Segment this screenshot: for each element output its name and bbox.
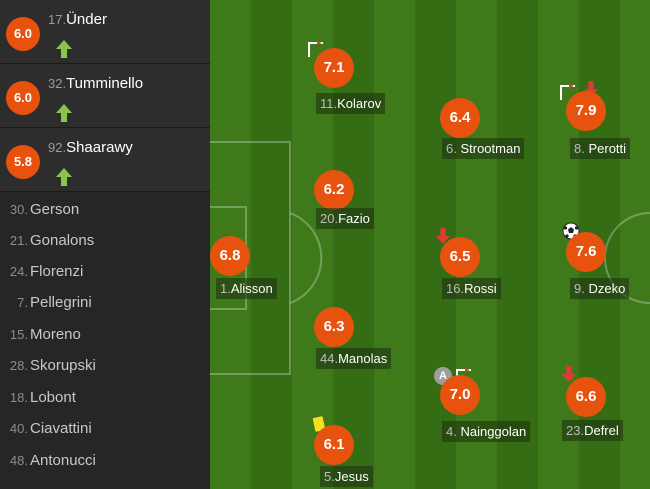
bench-player-number: 21. <box>9 233 28 248</box>
player-name: Rossi <box>464 281 497 296</box>
player-rating-badge: 6.1 <box>314 425 354 465</box>
player-number: 23. <box>566 423 585 438</box>
player-name[interactable]: Ünder <box>66 11 107 28</box>
corner-flag-icon <box>308 41 323 57</box>
player-number: 1. <box>220 281 231 296</box>
sub-off-arrow-icon <box>436 228 450 244</box>
player-label: 6. Strootman <box>442 138 525 159</box>
player-rating-badge: 6.0 <box>6 17 40 51</box>
player-label: 1.Alisson <box>216 278 277 299</box>
player-rating-badge: 6.8 <box>210 236 250 276</box>
player-label: 9. Dzeko <box>570 278 630 299</box>
player-name: Fazio <box>338 211 370 226</box>
bench-player-number: 48. <box>9 453 28 468</box>
player-rating-badge: 6.2 <box>314 170 354 210</box>
player-number-and-name: 92.Shaarawy <box>48 139 133 156</box>
player-name: Defrel <box>584 423 619 438</box>
player-name: Dzeko <box>588 281 626 296</box>
player-rating-badge: 6.0 <box>6 81 40 115</box>
player-rating-badge: 5.8 <box>6 145 40 179</box>
player-number: 44. <box>320 351 339 366</box>
player-rating-badge: 7.9 <box>566 91 606 131</box>
player-rating-badge: 7.1 <box>314 48 354 88</box>
player-name: Perotti <box>588 141 627 156</box>
player-number: 16. <box>446 281 465 296</box>
sub-off-arrow-icon <box>562 366 576 382</box>
player-rating-badge: 6.6 <box>566 377 606 417</box>
bench-player-name[interactable]: Moreno <box>30 326 81 343</box>
bench-player[interactable]: 7.Pellegrini <box>0 287 210 318</box>
bench-player-name[interactable]: Florenzi <box>30 263 84 280</box>
player-name: Nainggolan <box>460 424 527 439</box>
player-rating-badge: 7.0 <box>440 375 480 415</box>
player-label: 16.Rossi <box>442 278 501 299</box>
bench-player[interactable]: 24.Florenzi <box>0 256 210 287</box>
substitutes-panel: 6.0 17.Ünder 6.0 32.Tumminello 5.8 92.Sh… <box>0 0 210 489</box>
player-label: 11.Kolarov <box>316 93 386 114</box>
player-number: 9. <box>574 281 585 296</box>
player-label: 23.Defrel <box>562 420 623 441</box>
player-number-and-name: 17.Ünder <box>48 11 107 28</box>
bench-player-name[interactable]: Gonalons <box>30 232 95 249</box>
player-name: Manolas <box>338 351 388 366</box>
player-label: 20.Fazio <box>316 208 374 229</box>
player-number: 4. <box>446 424 457 439</box>
bench-player-name[interactable]: Antonucci <box>30 452 96 469</box>
bench-player-number: 24. <box>9 264 28 279</box>
bench-player-number: 30. <box>9 202 28 217</box>
bench-player-number: 18. <box>9 390 28 405</box>
player-number: 6. <box>446 141 457 156</box>
player-name: Strootman <box>460 141 521 156</box>
player-number: 32. <box>48 76 67 91</box>
pitch: 7.1 11.Kolarov 6.2 20.Fazio 6.8 1.Alisso… <box>210 0 650 489</box>
player-number: 11. <box>320 96 338 111</box>
bench-player[interactable]: 30.Gerson <box>0 194 210 225</box>
bench-player[interactable]: 28.Skorupski <box>0 350 210 381</box>
substitute-row[interactable]: 6.0 32.Tumminello <box>0 64 210 128</box>
substitute-row[interactable]: 6.0 17.Ünder <box>0 0 210 64</box>
player-label: 5.Jesus <box>320 466 373 487</box>
player-number: 5. <box>324 469 335 484</box>
player-label: 4. Nainggolan <box>442 421 531 442</box>
player-rating-badge: 6.4 <box>440 98 480 138</box>
player-number: 20. <box>320 211 339 226</box>
player-label: 8. Perotti <box>570 138 631 159</box>
corner-flag-icon <box>560 84 575 100</box>
bench-player-number: 15. <box>9 327 28 342</box>
player-rating-badge: 6.3 <box>314 307 354 347</box>
player-number: 92. <box>48 140 67 155</box>
player-rating-badge: 6.5 <box>440 237 480 277</box>
bench-player[interactable]: 15.Moreno <box>0 319 210 350</box>
bench-player-number: 40. <box>9 421 28 436</box>
player-number: 17. <box>48 12 67 27</box>
player-name[interactable]: Tumminello <box>66 75 144 92</box>
bench-player[interactable]: 48.Antonucci <box>0 445 210 476</box>
bench-player-name[interactable]: Skorupski <box>30 357 96 374</box>
player-name[interactable]: Shaarawy <box>66 139 133 156</box>
player-name: Jesus <box>334 469 369 484</box>
sub-on-arrow-icon <box>56 40 72 58</box>
player-number-and-name: 32.Tumminello <box>48 75 143 92</box>
bench-player-name[interactable]: Ciavattini <box>30 420 92 437</box>
bench-player-name[interactable]: Pellegrini <box>30 294 92 311</box>
bench-player-number: 7. <box>17 295 28 310</box>
bench-player[interactable]: 40.Ciavattini <box>0 413 210 444</box>
sub-on-arrow-icon <box>56 168 72 186</box>
bench-player[interactable]: 21.Gonalons <box>0 225 210 256</box>
bench-player[interactable]: 18.Lobont <box>0 382 210 413</box>
player-name: Alisson <box>230 281 273 296</box>
player-rating-badge: 7.6 <box>566 232 606 272</box>
player-name: Kolarov <box>337 96 382 111</box>
bench-player-name[interactable]: Lobont <box>30 389 76 406</box>
player-number: 8. <box>574 141 585 156</box>
bench-player-name[interactable]: Gerson <box>30 201 80 218</box>
sub-on-arrow-icon <box>56 104 72 122</box>
bench-player-number: 28. <box>9 358 28 373</box>
substitute-row[interactable]: 5.8 92.Shaarawy <box>0 128 210 192</box>
player-label: 44.Manolas <box>316 348 392 369</box>
